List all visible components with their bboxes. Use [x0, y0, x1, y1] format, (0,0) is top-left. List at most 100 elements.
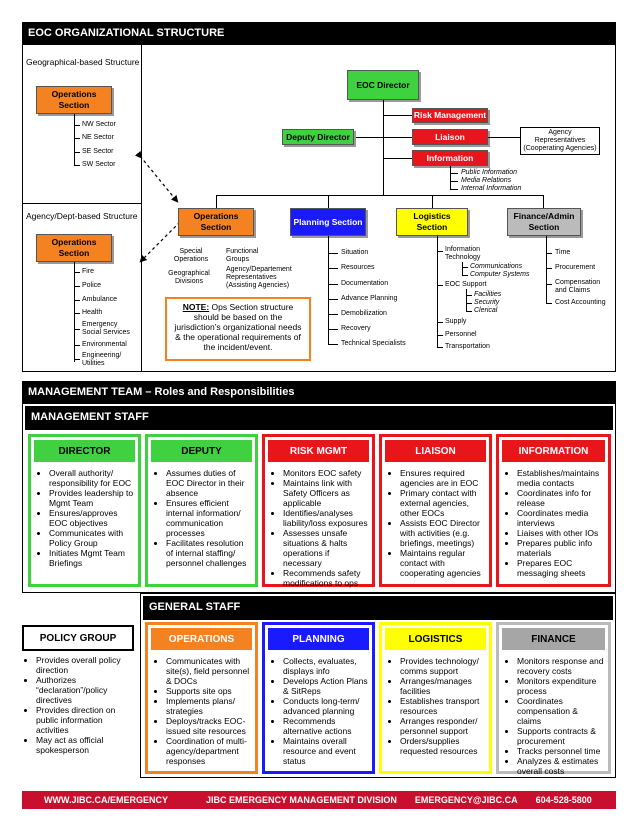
eoc-director-box: EOC Director — [347, 70, 419, 100]
card-item: Monitors EOC safety — [283, 468, 368, 478]
agency-item: Engineering/ Utilities — [82, 352, 122, 367]
geo-sector-item: SE Sector — [82, 148, 114, 155]
planning-item: Resources — [341, 264, 375, 271]
card-item: Overall authority/ responsibility for EO… — [49, 468, 134, 488]
management-staff-label: MANAGEMENT STAFF — [31, 411, 149, 423]
policy-item: Provides overall policy direction — [36, 655, 134, 675]
agency-item: Fire — [82, 268, 95, 275]
logistics-sub-item: Computer Systems — [470, 271, 530, 278]
card-item: Implements plans/ strategies — [166, 696, 251, 716]
card-item: Assesses unsafe situations & halts opera… — [283, 528, 368, 568]
card-item: Recommends alternative actions — [283, 716, 368, 736]
policy-group-panel: POLICY GROUP Provides overall policy dir… — [22, 625, 134, 775]
planning-item: Demobilization — [341, 310, 387, 317]
card-item: Provides technology/ comms support — [400, 656, 485, 676]
ops-sub-item: Agency/Departement Representatives (Assi… — [226, 266, 292, 289]
card-item: Initiates Mgmt Team Briefings — [49, 548, 134, 568]
policy-item: Provides direction on public information… — [36, 705, 134, 735]
ops-note-text: Ops Section structure should be based on… — [174, 302, 302, 352]
information-card-title: INFORMATION — [502, 440, 605, 462]
left-panel — [22, 44, 142, 372]
card-item: Monitors response and recovery costs — [517, 656, 604, 676]
card-item: Liaises with other IOs — [517, 528, 604, 538]
logistics-sub-item: Security — [474, 299, 500, 306]
info-sub-item: Internal Information — [461, 185, 522, 192]
logistics-sub-item: Clerical — [474, 307, 498, 314]
operations-card: OPERATIONS Communicates with site(s), fi… — [145, 622, 258, 774]
org-structure-title: EOC ORGANIZATIONAL STRUCTURE — [28, 27, 225, 39]
card-item: Deploys/tracks EOC-issued site resources — [166, 716, 251, 736]
footer-email-link[interactable]: EMERGENCY@JIBC.CA — [414, 795, 518, 805]
card-item: Monitors expenditure process — [517, 676, 604, 696]
information-box: Information — [412, 150, 488, 166]
information-card: INFORMATION Establishes/maintains media … — [496, 434, 611, 587]
card-item: Coordinates media interviews — [517, 508, 604, 528]
agency-structure-label: Agency/Dept-based Structure — [26, 211, 138, 221]
geo-sector-item: NE Sector — [82, 134, 114, 141]
left-panel-divider — [22, 203, 142, 204]
card-item: Maintains link with Safety Officers as a… — [283, 478, 368, 508]
card-item: Conducts long-term/ advanced planning — [283, 696, 368, 716]
logistics-item: Supply — [445, 318, 467, 325]
card-item: Identifies/analyses liability/loss expos… — [283, 508, 368, 528]
logistics-sub-item: Communications — [470, 263, 523, 270]
liaison-card-title: LIAISON — [385, 440, 486, 462]
general-staff-frame — [140, 593, 616, 778]
management-team-title: MANAGEMENT TEAM – Roles and Responsibili… — [28, 386, 295, 398]
planning-section-box: Planning Section — [290, 208, 366, 236]
card-item: Develops Action Plans & SitReps — [283, 676, 368, 696]
logistics-card: LOGISTICS Provides technology/ comms sup… — [379, 622, 492, 774]
footer-bar: WWW.JIBC.CA/EMERGENCY JIBC EMERGENCY MAN… — [22, 791, 616, 809]
info-sub-item: Public Information — [461, 169, 518, 176]
agency-operations-box: Operations Section — [36, 234, 112, 262]
logistics-card-title: LOGISTICS — [385, 628, 486, 650]
card-item: Coordinates compensation & claims — [517, 696, 604, 726]
management-staff-frame — [22, 403, 616, 593]
card-item: Maintains regular contact with cooperati… — [400, 548, 485, 578]
card-item: Supports contracts & procurement — [517, 726, 604, 746]
planning-item: Technical Specialists — [341, 340, 406, 347]
risk-management-box: Risk Management — [412, 108, 488, 123]
ops-note-label: NOTE: — [182, 302, 210, 312]
liaison-card: LIAISON Ensures required agencies are in… — [379, 434, 492, 587]
planning-card: PLANNING Collects, evaluates, displays i… — [262, 622, 375, 774]
ops-sub-item: Geographical Divisions — [168, 270, 210, 285]
card-item: Ensures/approves EOC objectives — [49, 508, 134, 528]
operations-card-title: OPERATIONS — [151, 628, 252, 650]
card-item: Facilitates resolution of internal staff… — [166, 538, 251, 568]
card-item: Tracks personnel time — [517, 746, 604, 756]
card-item: Coordination of multi-agency/department … — [166, 736, 251, 766]
risk-mgmt-card: RISK MGMT Monitors EOC safety Maintains … — [262, 434, 375, 588]
info-sub-item: Media Relations — [461, 177, 512, 184]
management-staff-header: MANAGEMENT STAFF — [25, 406, 613, 430]
card-item: Establishes/maintains media contacts — [517, 468, 604, 488]
card-item: Arranges/manages facilities — [400, 676, 485, 696]
card-item: Orders/supplies requested resources — [400, 736, 485, 756]
card-item: Coordinates info for release — [517, 488, 604, 508]
logistics-section-box: Logistics Section — [396, 208, 468, 236]
general-staff-header: GENERAL STAFF — [143, 596, 613, 620]
card-item: Provides leadership to Mgmt Team — [49, 488, 134, 508]
card-item: Arranges responder/ personnel support — [400, 716, 485, 736]
card-item: Maintains overall resource and event sta… — [283, 736, 368, 766]
footer-website-link[interactable]: WWW.JIBC.CA/EMERGENCY — [44, 795, 169, 805]
finance-item: Cost Accounting — [555, 299, 606, 306]
planning-item: Documentation — [341, 280, 389, 287]
card-item: Communicates with Policy Group — [49, 528, 134, 548]
management-team-header: MANAGEMENT TEAM – Roles and Responsibili… — [22, 381, 616, 403]
card-item: Analyzes & estimates overall costs — [517, 756, 604, 776]
finance-item: Time — [555, 249, 571, 256]
planning-item: Advance Planning — [341, 295, 398, 302]
planning-item: Situation — [341, 249, 369, 256]
agency-item: Police — [82, 282, 102, 289]
ops-sub-item: Special Operations — [173, 248, 209, 263]
card-item: Ensures efficient internal information/ … — [166, 498, 251, 538]
finance-item: Compensation and Claims — [555, 279, 601, 294]
card-item: Prepares public info materials — [517, 538, 604, 558]
card-item: Assumes duties of EOC Director in their … — [166, 468, 251, 498]
policy-item: May act as official spokesperson — [36, 735, 134, 755]
agency-item: Environmental — [82, 341, 127, 348]
footer-phone: 604-528-5800 — [535, 795, 592, 805]
card-item: Prepares EOC messaging sheets — [517, 558, 604, 578]
director-card: DIRECTOR Overall authority/ responsibili… — [28, 434, 141, 587]
